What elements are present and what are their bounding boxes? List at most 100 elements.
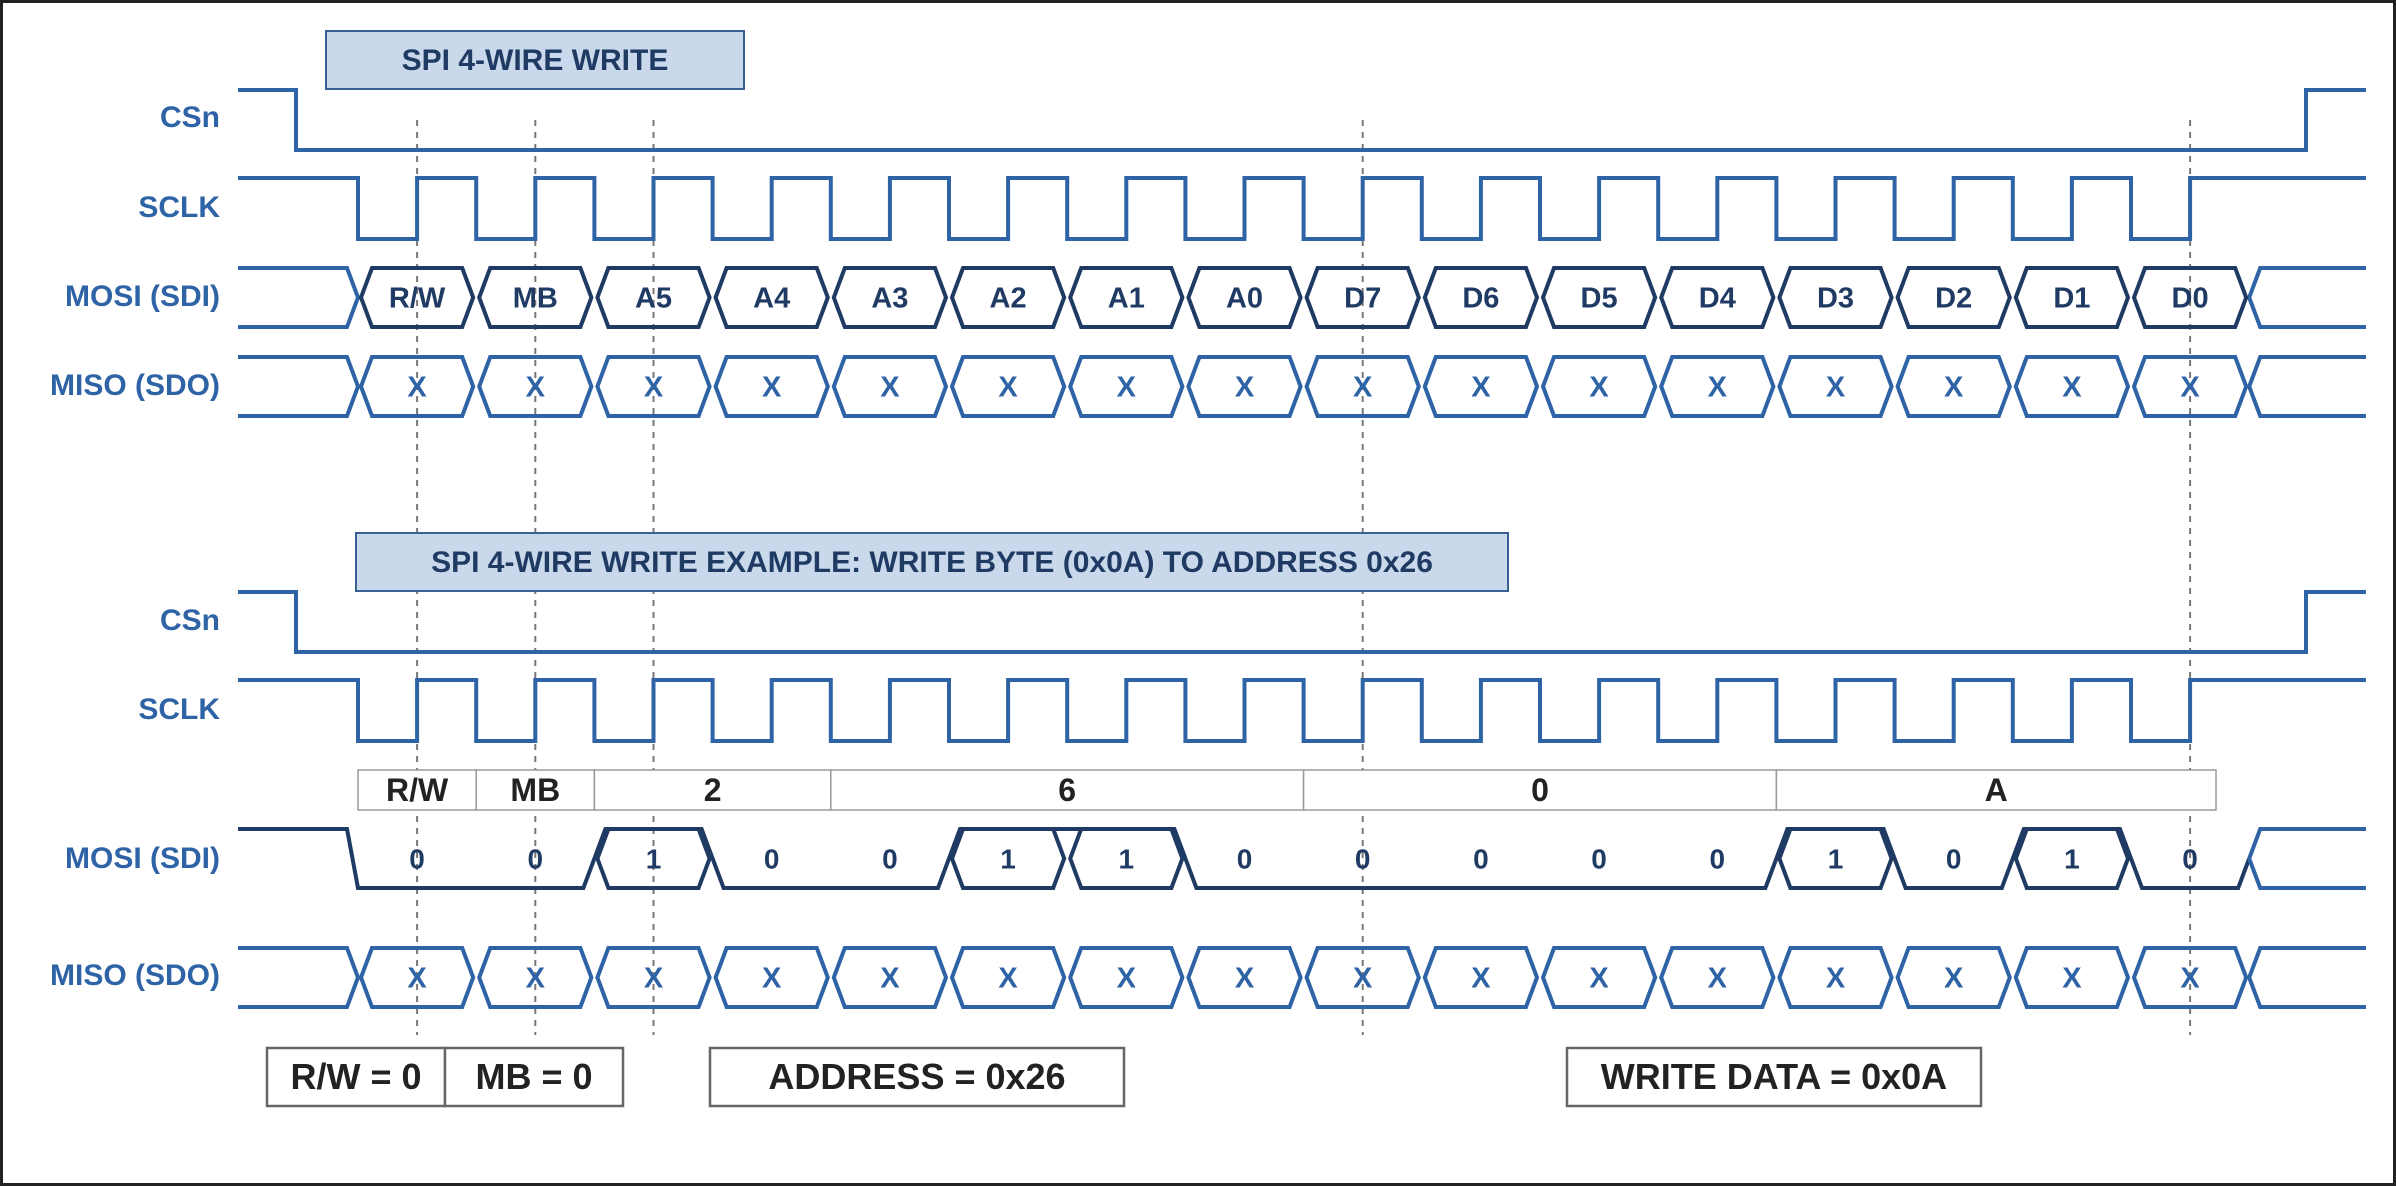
field-label: A (1985, 772, 2008, 808)
bot-miso-cell-label: X (407, 963, 427, 995)
top-sclk-label: SCLK (138, 191, 220, 224)
top-mosi-cell-label: A4 (753, 283, 790, 315)
bot-miso-cell-label: X (1589, 963, 1609, 995)
bot-mosi-bit-label: 0 (409, 844, 425, 875)
top-mosi-cell-label: D7 (1344, 283, 1381, 315)
bot-miso-cell-label: X (644, 963, 664, 995)
bottom-csn-label: CSn (160, 604, 220, 637)
bot-miso-cell-label: X (2062, 963, 2082, 995)
top-miso-cell-label: X (644, 372, 664, 404)
top-miso-label: MISO (SDO) (50, 369, 220, 402)
top-miso-cell-label: X (526, 372, 546, 404)
top-miso-cell (595, 355, 712, 418)
top-mosi-cell (477, 266, 594, 329)
bot-mosi-bit-label: 1 (2064, 844, 2080, 875)
bot-miso-cell-label: X (2180, 963, 2200, 995)
top-miso-cell (1659, 355, 1776, 418)
bot-mosi-high-cell (1777, 827, 1894, 890)
bot-miso-cell-label: X (1826, 963, 1846, 995)
top-mosi-cell-label: D2 (1935, 283, 1972, 315)
top-mosi-cell (1540, 266, 1658, 329)
bot-miso-cell (2131, 946, 2249, 1009)
top-mosi-cell (2131, 266, 2249, 329)
bot-miso-cell (1540, 946, 1658, 1009)
bot-mosi-bit-label: 0 (1946, 844, 1962, 875)
summary-rw-mb: R/W = 0 MB = 0 (265, 1046, 625, 1108)
bot-miso-cell-label: X (1117, 963, 1137, 995)
top-mosi-cell-label: D3 (1817, 283, 1854, 315)
bottom-sclk-waveform (238, 678, 2366, 743)
top-mosi-cell (1304, 266, 1421, 329)
top-miso-idle-left (238, 355, 361, 418)
field-label: R/W (386, 772, 449, 808)
top-mosi-cell (1068, 266, 1185, 329)
bot-mosi-bit-label: 0 (1591, 844, 1607, 875)
bot-miso-cell (2013, 946, 2131, 1009)
field-label: 0 (1531, 772, 1549, 808)
top-miso-cell-label: X (1471, 372, 1491, 404)
field-label: MB (510, 772, 560, 808)
top-sclk-waveform (238, 176, 2366, 241)
bottom-title: SPI 4-WIRE WRITE EXAMPLE: WRITE BYTE (0x… (431, 546, 1433, 579)
bot-mosi-bit-label: 0 (2182, 844, 2198, 875)
bot-miso-cell (595, 946, 712, 1009)
top-miso-cell-label: X (880, 372, 900, 404)
top-mosi-cell-label: A5 (635, 283, 672, 315)
top-mosi-cell (949, 266, 1067, 329)
top-mosi-cell-label: D5 (1581, 283, 1618, 315)
top-miso-cell (1304, 355, 1421, 418)
summary-rw: R/W = 0 (290, 1056, 421, 1097)
bottom-title-box: SPI 4-WIRE WRITE EXAMPLE: WRITE BYTE (0x… (355, 532, 1509, 592)
bot-miso-cell-label: X (998, 963, 1018, 995)
top-csn-label: CSn (160, 101, 220, 134)
bot-miso-cell-label: X (526, 963, 546, 995)
bot-miso-cell (713, 946, 830, 1009)
top-mosi-cell (713, 266, 830, 329)
top-miso-cell (477, 355, 594, 418)
top-mosi-cell (831, 266, 949, 329)
top-miso-cell (713, 355, 830, 418)
bot-miso-cell (1186, 946, 1303, 1009)
top-mosi-idle-left (238, 266, 361, 329)
bot-mosi-high-cell (2013, 827, 2131, 890)
field-cell (357, 769, 477, 811)
bottom-csn-waveform (238, 590, 2366, 654)
bot-mosi-high-cell (595, 827, 712, 890)
top-title: SPI 4-WIRE WRITE (402, 44, 669, 77)
bot-mosi-bit-label: 0 (528, 844, 544, 875)
bot-miso-cell (358, 946, 476, 1009)
bot-mosi-high-cell (1068, 827, 1185, 890)
field-label: 6 (1058, 772, 1076, 808)
top-mosi-cell-label: R/W (389, 283, 446, 315)
top-mosi-cell-label: D6 (1462, 283, 1499, 315)
top-mosi-cell-label: A3 (871, 283, 908, 315)
summary-mb: MB = 0 (475, 1056, 592, 1097)
top-miso-cell-label: X (998, 372, 1018, 404)
top-mosi-cell (1186, 266, 1303, 329)
bottom-panel: SPI 4-WIRE WRITE EXAMPLE: WRITE BYTE (0x… (50, 532, 2366, 1108)
summary-address-box: ADDRESS = 0x26 (708, 1046, 1126, 1108)
top-csn-waveform (238, 88, 2366, 152)
top-mosi-cell (2013, 266, 2131, 329)
top-miso-cell-label: X (1235, 372, 1255, 404)
top-miso-cell (1186, 355, 1303, 418)
bot-miso-cell (1422, 946, 1540, 1009)
bot-mosi-idle-right (2247, 827, 2366, 890)
top-mosi-cell (358, 266, 476, 329)
bot-mosi-bit-label: 1 (1119, 844, 1135, 875)
top-mosi-cell-label: A0 (1226, 283, 1263, 315)
bot-miso-cell (1777, 946, 1894, 1009)
top-miso-cell (1422, 355, 1540, 418)
bottom-sclk-label: SCLK (138, 693, 220, 726)
bot-mosi-bit-label: 0 (1473, 844, 1489, 875)
bot-miso-cell (1895, 946, 2012, 1009)
bottom-miso-label: MISO (SDO) (50, 959, 220, 992)
top-mosi-cell (595, 266, 712, 329)
top-mosi-cell-label: MB (513, 283, 558, 315)
bot-miso-idle-right (2247, 946, 2366, 1009)
top-mosi-idle-right (2247, 266, 2366, 329)
